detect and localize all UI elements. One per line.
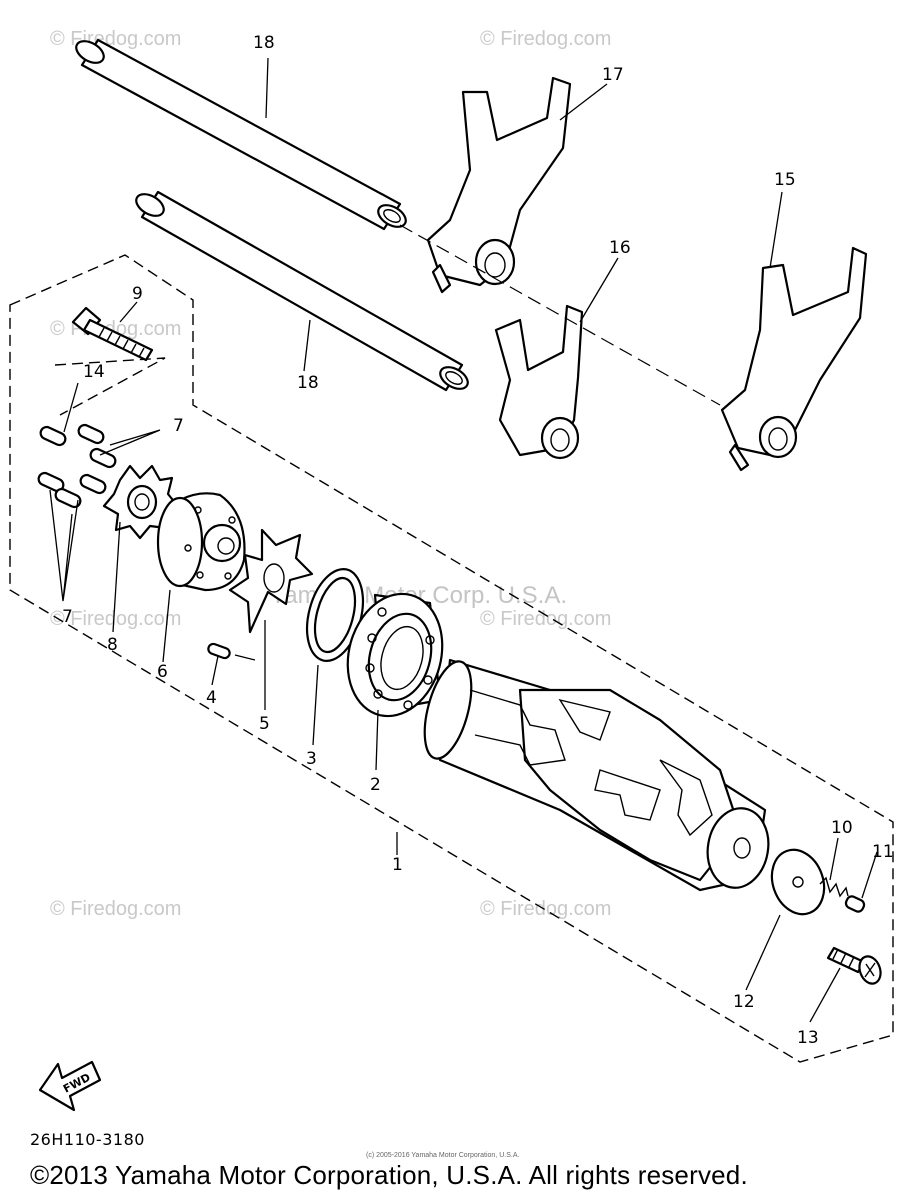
- callout-1: 1: [392, 855, 403, 875]
- callout-4: 4: [206, 688, 217, 708]
- watermark-text: © Firedog.com: [50, 898, 181, 920]
- part-18-guide-bar-lower: [135, 190, 469, 392]
- callout-2: 2: [370, 775, 381, 795]
- callout-18-lower: 18: [297, 373, 319, 393]
- part-15-shift-fork: [720, 246, 868, 472]
- pins-14-7: [37, 423, 117, 509]
- watermark-text: © Firedog.com: [480, 28, 611, 50]
- part-10-spring: [819, 876, 849, 898]
- leader-lines: [49, 57, 878, 1023]
- callout-7-lower: 7: [62, 607, 73, 627]
- watermark-text: © Firedog.com: [50, 28, 181, 50]
- callouts: 18 17 15 16 18 9 14 7 7 8 6 4 5 3 2 1 10…: [62, 33, 894, 1048]
- callout-15: 15: [774, 170, 796, 190]
- watermark-text: © Firedog.com: [480, 898, 611, 920]
- callout-12: 12: [733, 992, 755, 1012]
- assembly-outline: [9, 254, 894, 1063]
- watermark-text: © Firedog.com: [50, 608, 181, 630]
- part-9-screw: [71, 306, 154, 362]
- part-5-stopper-plate: [228, 528, 314, 634]
- callout-16: 16: [609, 238, 631, 258]
- callout-17: 17: [602, 65, 624, 85]
- part-4-dowel-pin: [207, 642, 231, 660]
- callout-10: 10: [831, 818, 853, 838]
- callout-7-upper: 7: [173, 416, 184, 436]
- part-2-bearing: [346, 592, 444, 718]
- callout-6: 6: [157, 662, 168, 682]
- part-8-segment-plate: [102, 464, 178, 540]
- part-13-screw: [826, 946, 882, 985]
- diagram-code: 26H110-3180: [30, 1130, 145, 1149]
- small-print: (c) 2005-2016 Yamaha Motor Corporation, …: [366, 1152, 520, 1159]
- callout-18-upper: 18: [253, 33, 275, 53]
- part-18-guide-bar-upper: [75, 38, 407, 231]
- part-16-shift-fork: [494, 304, 584, 460]
- part-1-shift-drum: [423, 658, 770, 892]
- callout-3: 3: [306, 749, 317, 769]
- part-12-plate: [770, 848, 826, 916]
- part-6-segment: [156, 492, 246, 592]
- fwd-arrow-icon: FWD: [38, 1060, 102, 1112]
- callout-5: 5: [259, 714, 270, 734]
- part-17-shift-fork: [426, 76, 572, 294]
- fork-axis: [399, 224, 721, 406]
- callout-11: 11: [872, 842, 894, 862]
- copyright-notice: ©2013 Yamaha Motor Corporation, U.S.A. A…: [30, 1160, 748, 1190]
- part-11-plug: [844, 895, 866, 913]
- watermark-text: © Firedog.com: [480, 608, 611, 630]
- callout-9: 9: [132, 284, 143, 304]
- callout-13: 13: [797, 1028, 819, 1048]
- callout-8: 8: [107, 635, 118, 655]
- callout-14: 14: [83, 362, 105, 382]
